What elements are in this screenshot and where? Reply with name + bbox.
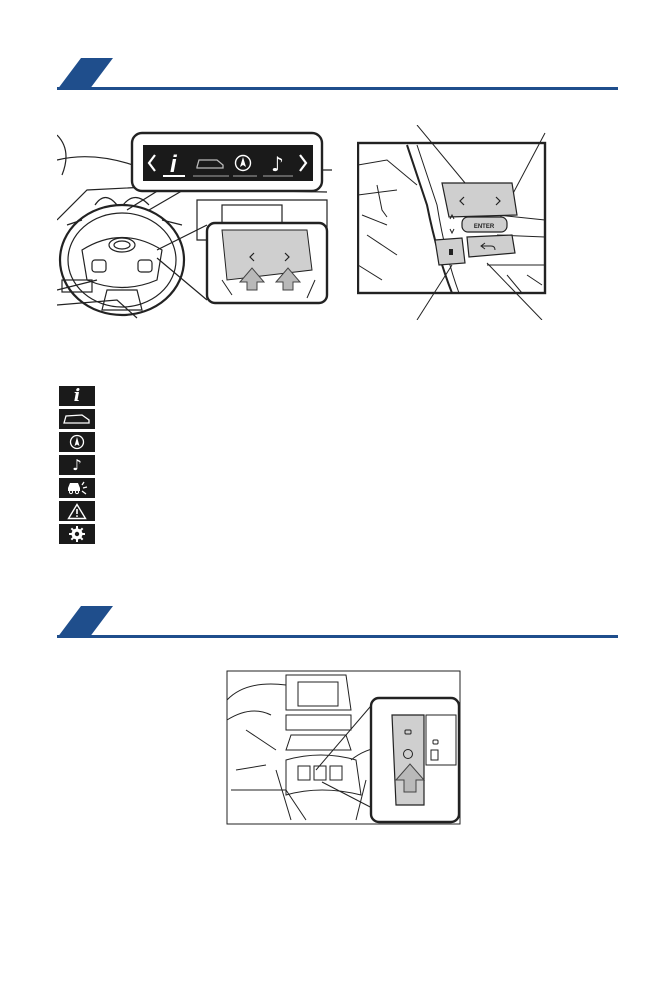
press-arrow-right [274, 267, 302, 291]
voice-icon [449, 249, 453, 255]
enter-button [461, 216, 508, 233]
music-note-icon: ♪ [59, 455, 95, 475]
navigation-icon [59, 432, 95, 452]
callout-music-note-icon: ♪ [271, 152, 284, 176]
menu-icon-list: i ♪ [59, 386, 95, 547]
steering-wheel-illustration: i ♪ [56, 131, 332, 319]
callout-chevron-right-icon [299, 154, 308, 172]
callout-chevron-left-icon [147, 154, 156, 172]
settings-gear-icon [59, 524, 95, 544]
figure-steering-wheel-display: i ♪ [56, 130, 332, 325]
vehicle-icon [59, 409, 95, 429]
back-arrow-icon [480, 242, 496, 251]
warning-icon [59, 501, 95, 521]
section-header-1 [57, 58, 618, 90]
seat-heater-icon [430, 749, 439, 761]
section-rule-1 [57, 87, 618, 90]
section-tab-2 [57, 606, 113, 638]
switch-icon [403, 749, 413, 759]
section-rule-2 [57, 635, 618, 638]
info-icon: i [59, 386, 95, 406]
figure-steering-switches: ENTER [356, 124, 547, 325]
enter-button-label: ENTER [474, 224, 495, 230]
press-arrow [394, 763, 426, 793]
steering-switch-illustration: ENTER [356, 124, 547, 321]
section-header-2 [57, 606, 618, 638]
section-tab-1 [57, 58, 113, 90]
callout-navigation-icon [234, 154, 252, 172]
callout-info-icon: i [170, 151, 178, 178]
callout-vehicle-icon [196, 159, 224, 169]
figure-center-console [226, 670, 461, 830]
press-arrow-left [238, 267, 266, 291]
driving-assist-icon [59, 478, 95, 498]
center-console-illustration [226, 670, 461, 825]
